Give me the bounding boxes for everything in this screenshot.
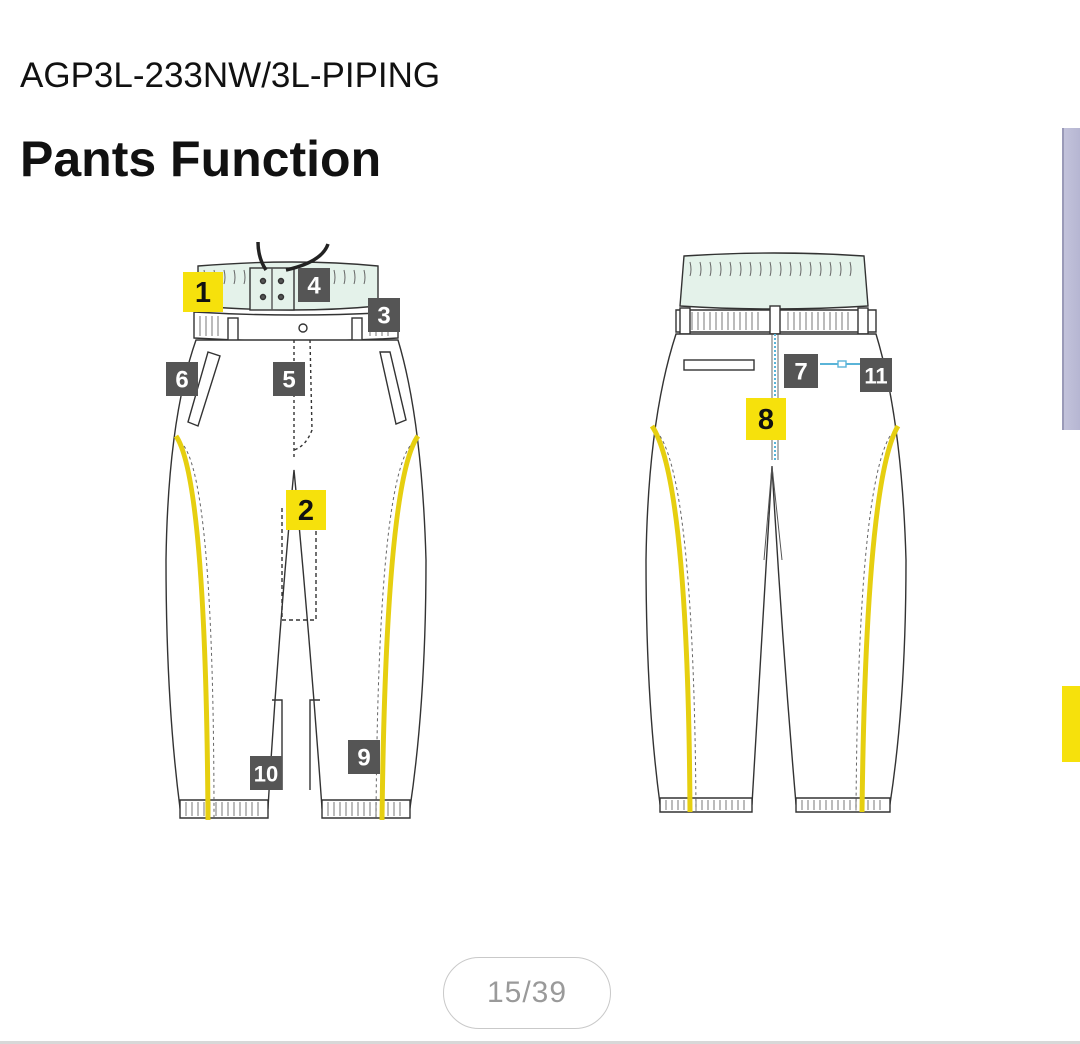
back-piping-right	[859, 424, 901, 813]
svg-text:8: 8	[758, 404, 774, 436]
callout-2: 2	[286, 490, 326, 530]
piping-left	[173, 434, 211, 821]
svg-text:10: 10	[254, 762, 278, 787]
svg-text:7: 7	[794, 359, 807, 386]
piping-left-stitch	[183, 445, 215, 821]
section-title: Pants Function	[20, 131, 382, 187]
callout-5: 5	[273, 362, 305, 396]
svg-text:11: 11	[864, 364, 887, 389]
svg-text:2: 2	[298, 495, 314, 527]
front-fly	[293, 339, 313, 460]
front-lower-waistband	[193, 311, 399, 342]
belt-loop	[857, 307, 869, 335]
drawcord	[256, 241, 268, 271]
front-cuff-right	[321, 799, 411, 819]
callout-11: 11	[860, 358, 892, 392]
callout-1: 1	[183, 272, 223, 312]
back-piping-left	[649, 424, 693, 813]
snap-button	[277, 293, 285, 301]
callout-8: 8	[746, 398, 786, 440]
page-indicator-label: 15/39	[486, 976, 568, 1009]
svg-text:9: 9	[357, 745, 370, 772]
back-pocket	[683, 359, 755, 371]
front-cuff-left	[179, 799, 269, 819]
callout-3: 3	[368, 298, 400, 332]
svg-text:1: 1	[195, 277, 211, 309]
svg-text:5: 5	[282, 367, 295, 394]
hand-pocket-left	[187, 351, 221, 427]
snap-button	[277, 277, 285, 285]
page-indicator: 15/39	[443, 957, 611, 1029]
inner-gaiter	[281, 508, 317, 621]
svg-text:6: 6	[175, 367, 188, 394]
back-waistband	[679, 252, 869, 310]
front-view	[165, 241, 427, 821]
svg-text:4: 4	[307, 273, 321, 300]
front-button	[298, 323, 308, 333]
back-view	[645, 252, 907, 813]
hem-zip-right	[309, 699, 320, 790]
callout-7: 7	[784, 354, 818, 388]
bottom-divider	[0, 1041, 1080, 1044]
next-slide-callout	[1062, 686, 1080, 762]
snap-button	[259, 277, 267, 285]
callout-4: 4	[298, 268, 330, 302]
back-cuff-left	[659, 797, 753, 813]
next-slide-peek[interactable]	[1062, 128, 1080, 764]
hand-pocket-right	[379, 351, 407, 425]
model-code: AGP3L-233NW/3L-PIPING	[20, 56, 441, 95]
back-cuff-right	[795, 797, 891, 813]
callout-10: 10	[250, 756, 282, 790]
belt-loop	[769, 305, 781, 335]
svg-text:3: 3	[377, 303, 390, 330]
piping-right-stitch	[375, 445, 411, 821]
front-pants-outline	[165, 339, 427, 809]
callout-9: 9	[348, 740, 380, 774]
snap-button	[259, 293, 267, 301]
next-slide-image	[1062, 128, 1080, 430]
drawcord	[285, 243, 330, 272]
piping-right	[379, 434, 421, 821]
belt-loop	[679, 307, 691, 335]
callout-6: 6	[166, 362, 198, 396]
